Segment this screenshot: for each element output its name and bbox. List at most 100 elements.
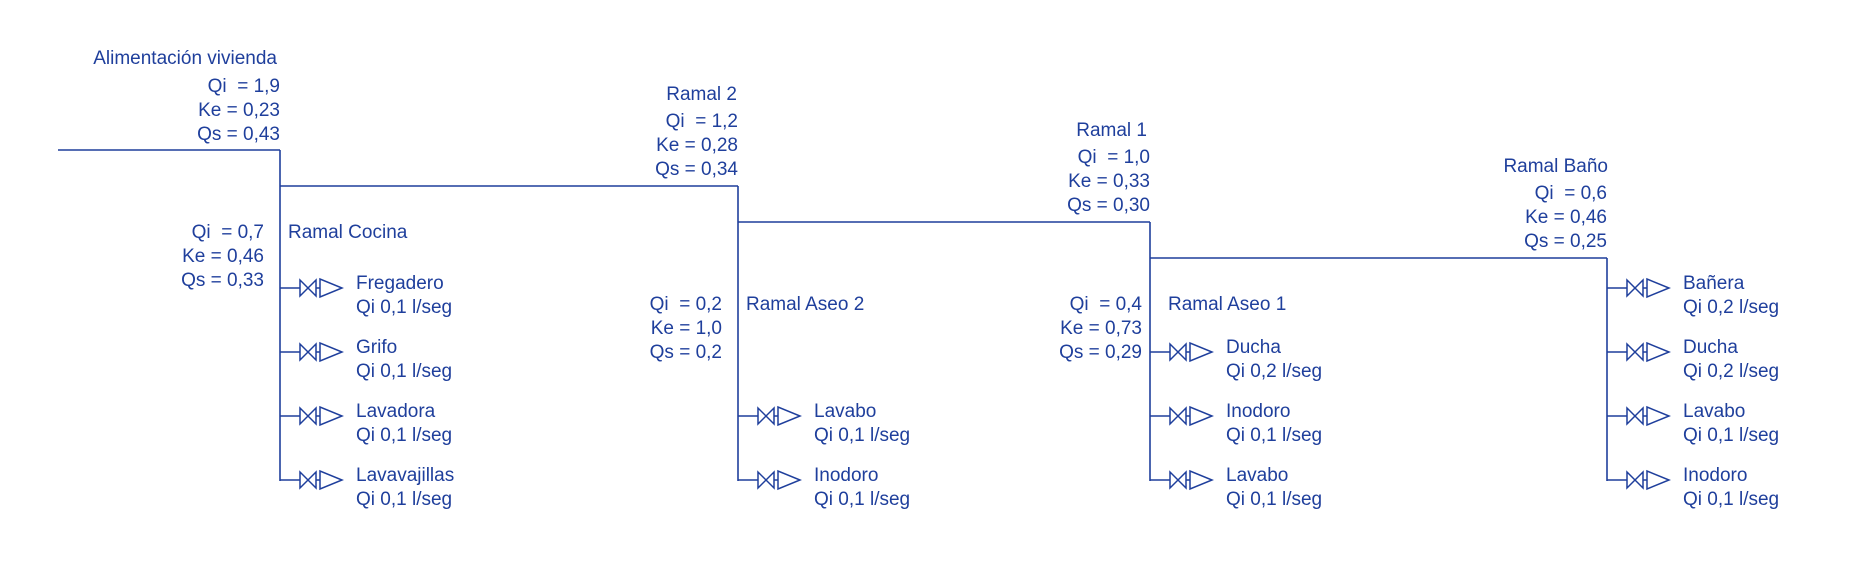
ramal-aseo1-qs: Qs = 0,29 — [1059, 342, 1142, 363]
ramal-bano-qi: Qi = 0,6 — [1535, 183, 1607, 204]
valve-icon — [1626, 342, 1644, 362]
tap-outlet-icon — [1189, 405, 1214, 427]
ramal-aseo1-ke: Ke = 0,73 — [1060, 318, 1142, 339]
fixture-bano-4: Inodoro Qi 0,1 l/seg — [1607, 465, 1779, 510]
ramal-cocina-label-group: Qi = 0,7 Ke = 0,46 Qs = 0,33 Ramal Cocin… — [181, 222, 408, 291]
fixture-name: Lavabo — [1226, 465, 1288, 486]
fixture-name: Inodoro — [1683, 465, 1747, 486]
fixture-flow: Qi 0,2 l/seg — [1683, 297, 1779, 318]
ramal-bano-qs: Qs = 0,25 — [1524, 231, 1607, 252]
fixture-flow: Qi 0,1 l/seg — [356, 361, 452, 382]
valve-icon — [1169, 470, 1187, 490]
tap-outlet-icon — [1189, 341, 1214, 363]
fixture-flow: Qi 0,1 l/seg — [1683, 425, 1779, 446]
fixture-name: Lavavajillas — [356, 465, 454, 486]
fixture-aseo2-2: Inodoro Qi 0,1 l/seg — [738, 465, 910, 510]
valve-icon — [1169, 406, 1187, 426]
fixture-cocina-4: Lavavajillas Qi 0,1 l/seg — [280, 465, 454, 510]
fixture-aseo1-1: Ducha Qi 0,2 l/seg — [1150, 337, 1322, 382]
tap-outlet-icon — [1646, 469, 1671, 491]
fixture-flow: Qi 0,2 l/seg — [1226, 361, 1322, 382]
ramal-aseo1-label-group: Qi = 0,4 Ke = 0,73 Qs = 0,29 Ramal Aseo … — [1059, 294, 1286, 363]
tap-outlet-icon — [1646, 277, 1671, 299]
fixture-name: Lavabo — [1683, 401, 1745, 422]
fixture-name: Lavabo — [814, 401, 876, 422]
fixture-name: Inodoro — [814, 465, 878, 486]
ramal-bano-label-group: Ramal Baño Qi = 0,6 Ke = 0,46 Qs = 0,25 — [1503, 156, 1608, 252]
fixture-aseo1-2: Inodoro Qi 0,1 l/seg — [1150, 401, 1322, 446]
fixture-flow: Qi 0,1 l/seg — [356, 425, 452, 446]
ramal-aseo2-qi: Qi = 0,2 — [650, 294, 722, 315]
tap-outlet-icon — [1189, 469, 1214, 491]
tap-outlet-icon — [319, 277, 344, 299]
tap-outlet-icon — [1646, 341, 1671, 363]
ramal1-title: Ramal 1 — [1076, 120, 1147, 141]
valve-icon — [1626, 406, 1644, 426]
fixture-flow: Qi 0,1 l/seg — [1226, 489, 1322, 510]
ramal-bano-ke: Ke = 0,46 — [1525, 207, 1607, 228]
ramal-cocina-ke: Ke = 0,46 — [182, 246, 264, 267]
ramal2-title: Ramal 2 — [666, 84, 737, 105]
ramal-bano-title: Ramal Baño — [1503, 156, 1608, 177]
ramal-aseo2-title: Ramal Aseo 2 — [746, 294, 864, 315]
supply-ke: Ke = 0,23 — [198, 100, 280, 121]
fixture-bano-2: Ducha Qi 0,2 l/seg — [1607, 337, 1779, 382]
fixture-name: Ducha — [1683, 337, 1738, 358]
ramal-cocina-title: Ramal Cocina — [288, 222, 408, 243]
supply-label-group: Alimentación vivienda Qi = 1,9 Ke = 0,23… — [93, 48, 280, 145]
tap-outlet-icon — [319, 341, 344, 363]
supply-qs: Qs = 0,43 — [197, 124, 280, 145]
fixture-name: Grifo — [356, 337, 397, 358]
tap-outlet-icon — [319, 469, 344, 491]
fixture-cocina-1: Fregadero Qi 0,1 l/seg — [280, 273, 452, 318]
fixture-flow: Qi 0,1 l/seg — [1683, 489, 1779, 510]
fixture-cocina-3: Lavadora Qi 0,1 l/seg — [280, 401, 452, 446]
valve-icon — [299, 342, 317, 362]
fixture-name: Bañera — [1683, 273, 1745, 294]
valve-icon — [299, 278, 317, 298]
fixture-flow: Qi 0,1 l/seg — [814, 489, 910, 510]
ramal1-qi: Qi = 1,0 — [1078, 147, 1150, 168]
ramal-aseo2-label-group: Qi = 0,2 Ke = 1,0 Qs = 0,2 Ramal Aseo 2 — [650, 294, 865, 363]
ramal2-label-group: Ramal 2 Qi = 1,2 Ke = 0,28 Qs = 0,34 — [655, 84, 738, 180]
ramal1-label-group: Ramal 1 Qi = 1,0 Ke = 0,33 Qs = 0,30 — [1067, 120, 1150, 216]
ramal2-qs: Qs = 0,34 — [655, 159, 738, 180]
tap-outlet-icon — [1646, 405, 1671, 427]
fixture-flow: Qi 0,2 l/seg — [1683, 361, 1779, 382]
ramal-aseo1-qi: Qi = 0,4 — [1070, 294, 1143, 315]
fixture-cocina-2: Grifo Qi 0,1 l/seg — [280, 337, 452, 382]
tap-outlet-icon — [777, 469, 802, 491]
ramal-aseo2-ke: Ke = 1,0 — [651, 318, 722, 339]
fixture-flow: Qi 0,1 l/seg — [814, 425, 910, 446]
fixture-flow: Qi 0,1 l/seg — [1226, 425, 1322, 446]
fixture-name: Ducha — [1226, 337, 1281, 358]
fixture-name: Inodoro — [1226, 401, 1290, 422]
ramal1-qs: Qs = 0,30 — [1067, 195, 1150, 216]
valve-icon — [1169, 342, 1187, 362]
valve-icon — [299, 406, 317, 426]
ramal2-ke: Ke = 0,28 — [656, 135, 738, 156]
fixture-aseo1-3: Lavabo Qi 0,1 l/seg — [1150, 465, 1322, 510]
fixture-flow: Qi 0,1 l/seg — [356, 489, 452, 510]
supply-title: Alimentación vivienda — [93, 48, 277, 69]
fixture-name: Fregadero — [356, 273, 444, 294]
ramal-aseo2-qs: Qs = 0,2 — [650, 342, 722, 363]
tap-outlet-icon — [319, 405, 344, 427]
ramal1-ke: Ke = 0,33 — [1068, 171, 1150, 192]
fixture-aseo2-1: Lavabo Qi 0,1 l/seg — [738, 401, 910, 446]
valve-icon — [757, 470, 775, 490]
fixture-flow: Qi 0,1 l/seg — [356, 297, 452, 318]
ramal-aseo1-title: Ramal Aseo 1 — [1168, 294, 1286, 315]
valve-icon — [299, 470, 317, 490]
valve-icon — [757, 406, 775, 426]
valve-icon — [1626, 470, 1644, 490]
fixture-bano-3: Lavabo Qi 0,1 l/seg — [1607, 401, 1779, 446]
ramal-cocina-qi: Qi = 0,7 — [192, 222, 264, 243]
ramal-cocina-qs: Qs = 0,33 — [181, 270, 264, 291]
supply-qi: Qi = 1,9 — [208, 76, 280, 97]
fixture-bano-1: Bañera Qi 0,2 l/seg — [1607, 273, 1779, 318]
tap-outlet-icon — [777, 405, 802, 427]
fixture-name: Lavadora — [356, 401, 436, 422]
